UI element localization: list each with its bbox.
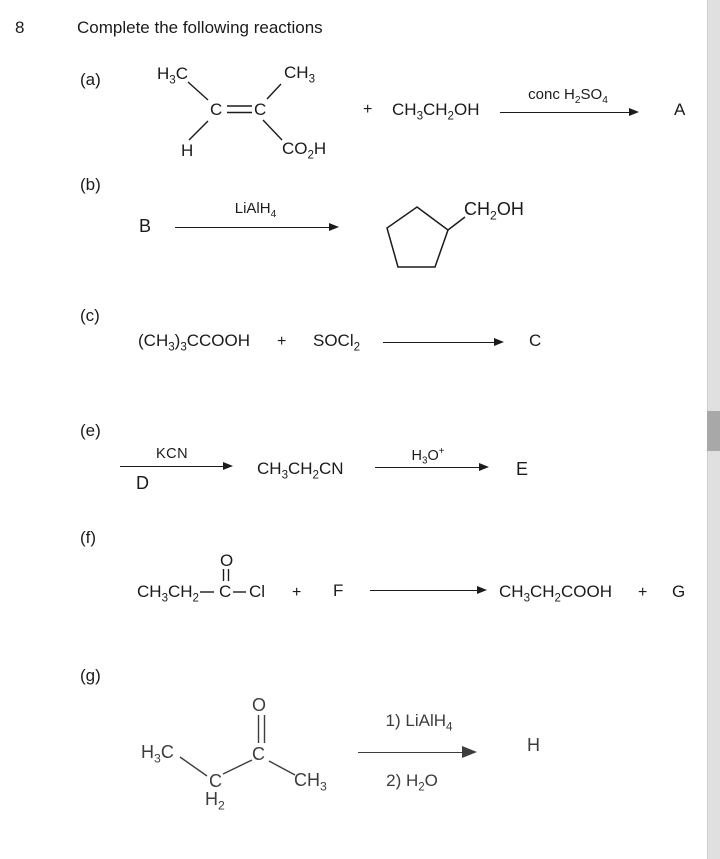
condition-step2-h2o: 2) H2O — [386, 771, 438, 794]
atom-acid-group: CO2H — [282, 139, 327, 162]
condition-h3o-plus: H3O+ — [411, 446, 445, 467]
atom-h: H — [181, 141, 194, 160]
atom-cl: Cl — [249, 582, 266, 601]
butanone-structure: O H3C C C H2 CH3 — [135, 690, 350, 815]
part-label-g: (g) — [80, 666, 101, 685]
reaction-arrow-e2 — [375, 463, 489, 471]
reaction-arrow-a — [500, 108, 639, 116]
reagent-ethanol: CH3CH2OH — [392, 100, 480, 123]
condition-kcn: KCN — [155, 446, 189, 462]
atom-methyl-left: H3C — [141, 742, 174, 766]
group-ethyl: CH3CH2 — [137, 582, 199, 605]
atom-carbonyl-c: C — [219, 582, 232, 601]
atom-carbonyl-o: O — [252, 695, 267, 715]
reaction-arrow-c — [383, 338, 504, 346]
product-g: G — [672, 582, 686, 601]
condition-lialh4: LiAlH4 — [234, 200, 277, 220]
alkene-bonds — [187, 81, 283, 141]
product-e: E — [516, 459, 529, 479]
reactant-d: D — [136, 473, 149, 493]
condition-conc-h2so4: conc H2SO4 — [528, 86, 608, 106]
reaction-arrow-g — [358, 746, 477, 758]
acyl-chloride-structure: O CH3CH2 C Cl — [135, 545, 275, 605]
alkene-structure: H3C CH3 C C H CO2H — [140, 55, 360, 165]
plus-sign: + — [277, 333, 287, 350]
atom-ch2-h: H2 — [205, 789, 225, 813]
part-label-b: (b) — [80, 175, 101, 194]
atom-c-left: C — [210, 100, 223, 119]
part-label-e: (e) — [80, 421, 101, 440]
atom-carbonyl-o: O — [220, 551, 234, 570]
atom-methyl-right: CH3 — [294, 770, 327, 794]
condition-step1-lialh4: 1) LiAlH4 — [385, 711, 453, 734]
product-c: C — [529, 331, 542, 350]
part-label-f: (f) — [80, 528, 97, 547]
cyclopentane-structure: CH2OH — [380, 195, 560, 280]
plus-sign: + — [292, 584, 302, 601]
reactant-b: B — [139, 216, 152, 236]
product-h: H — [527, 735, 540, 755]
plus-sign: + — [363, 101, 373, 118]
reaction-arrow-e1 — [120, 462, 233, 470]
reaction-arrow-b — [175, 223, 339, 231]
atom-carbonyl-c: C — [252, 744, 265, 764]
reactant-pivalic-acid: (CH3)3CCOOH — [138, 331, 251, 354]
atom-ch2-c: C — [209, 771, 222, 791]
atom-methyl-right: CH3 — [284, 63, 315, 86]
reactant-f: F — [333, 581, 344, 600]
part-label-c: (c) — [80, 306, 100, 325]
acyl-chloride-bonds — [200, 569, 246, 593]
scrollbar-thumb[interactable] — [707, 411, 720, 451]
group-ch2oh: CH2OH — [464, 199, 524, 223]
reaction-arrow-f — [370, 586, 487, 594]
reactant-socl2: SOCl2 — [313, 331, 361, 354]
plus-sign: + — [638, 584, 648, 601]
product-a: A — [674, 100, 686, 119]
question-title: Complete the following reactions — [77, 18, 323, 37]
product-propanoic-acid: CH3CH2COOH — [499, 582, 612, 605]
atom-c-right: C — [254, 100, 267, 119]
ketone-bonds — [179, 715, 296, 777]
part-label-a: (a) — [80, 70, 101, 89]
cyclopentane-ring — [386, 206, 466, 268]
atom-methyl-left: H3C — [157, 64, 188, 87]
question-number: 8 — [15, 18, 25, 37]
intermediate-propanenitrile: CH3CH2CN — [257, 459, 344, 482]
